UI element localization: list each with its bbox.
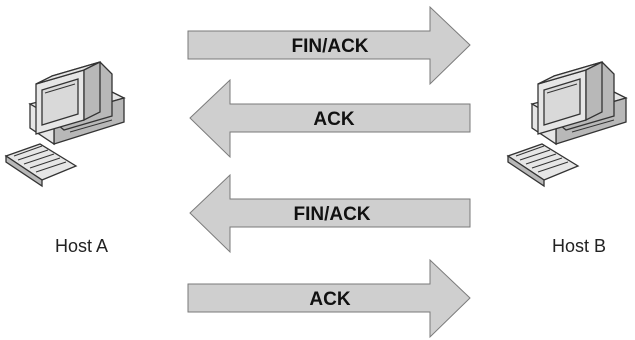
message-label: FIN/ACK xyxy=(293,204,370,225)
host-b-label: Host B xyxy=(552,236,606,256)
arrow-right-shape xyxy=(187,258,471,339)
computer-icon xyxy=(5,61,125,187)
message-arrow-ack-1: ACK xyxy=(189,78,471,159)
message-arrow-fin-ack-1: FIN/ACK xyxy=(187,5,471,86)
arrow-left-shape xyxy=(189,78,471,159)
host-a: Host A xyxy=(5,61,125,256)
host-b: Host B xyxy=(507,61,627,256)
arrow-left-shape xyxy=(189,173,471,254)
message-label: ACK xyxy=(313,109,354,130)
arrow-right-shape xyxy=(187,5,471,86)
message-label: ACK xyxy=(309,289,350,310)
message-arrow-fin-ack-2: FIN/ACK xyxy=(189,173,471,254)
message-label: FIN/ACK xyxy=(291,36,368,57)
message-arrow-ack-2: ACK xyxy=(187,258,471,339)
computer-icon xyxy=(507,61,627,187)
host-a-label: Host A xyxy=(55,236,108,256)
